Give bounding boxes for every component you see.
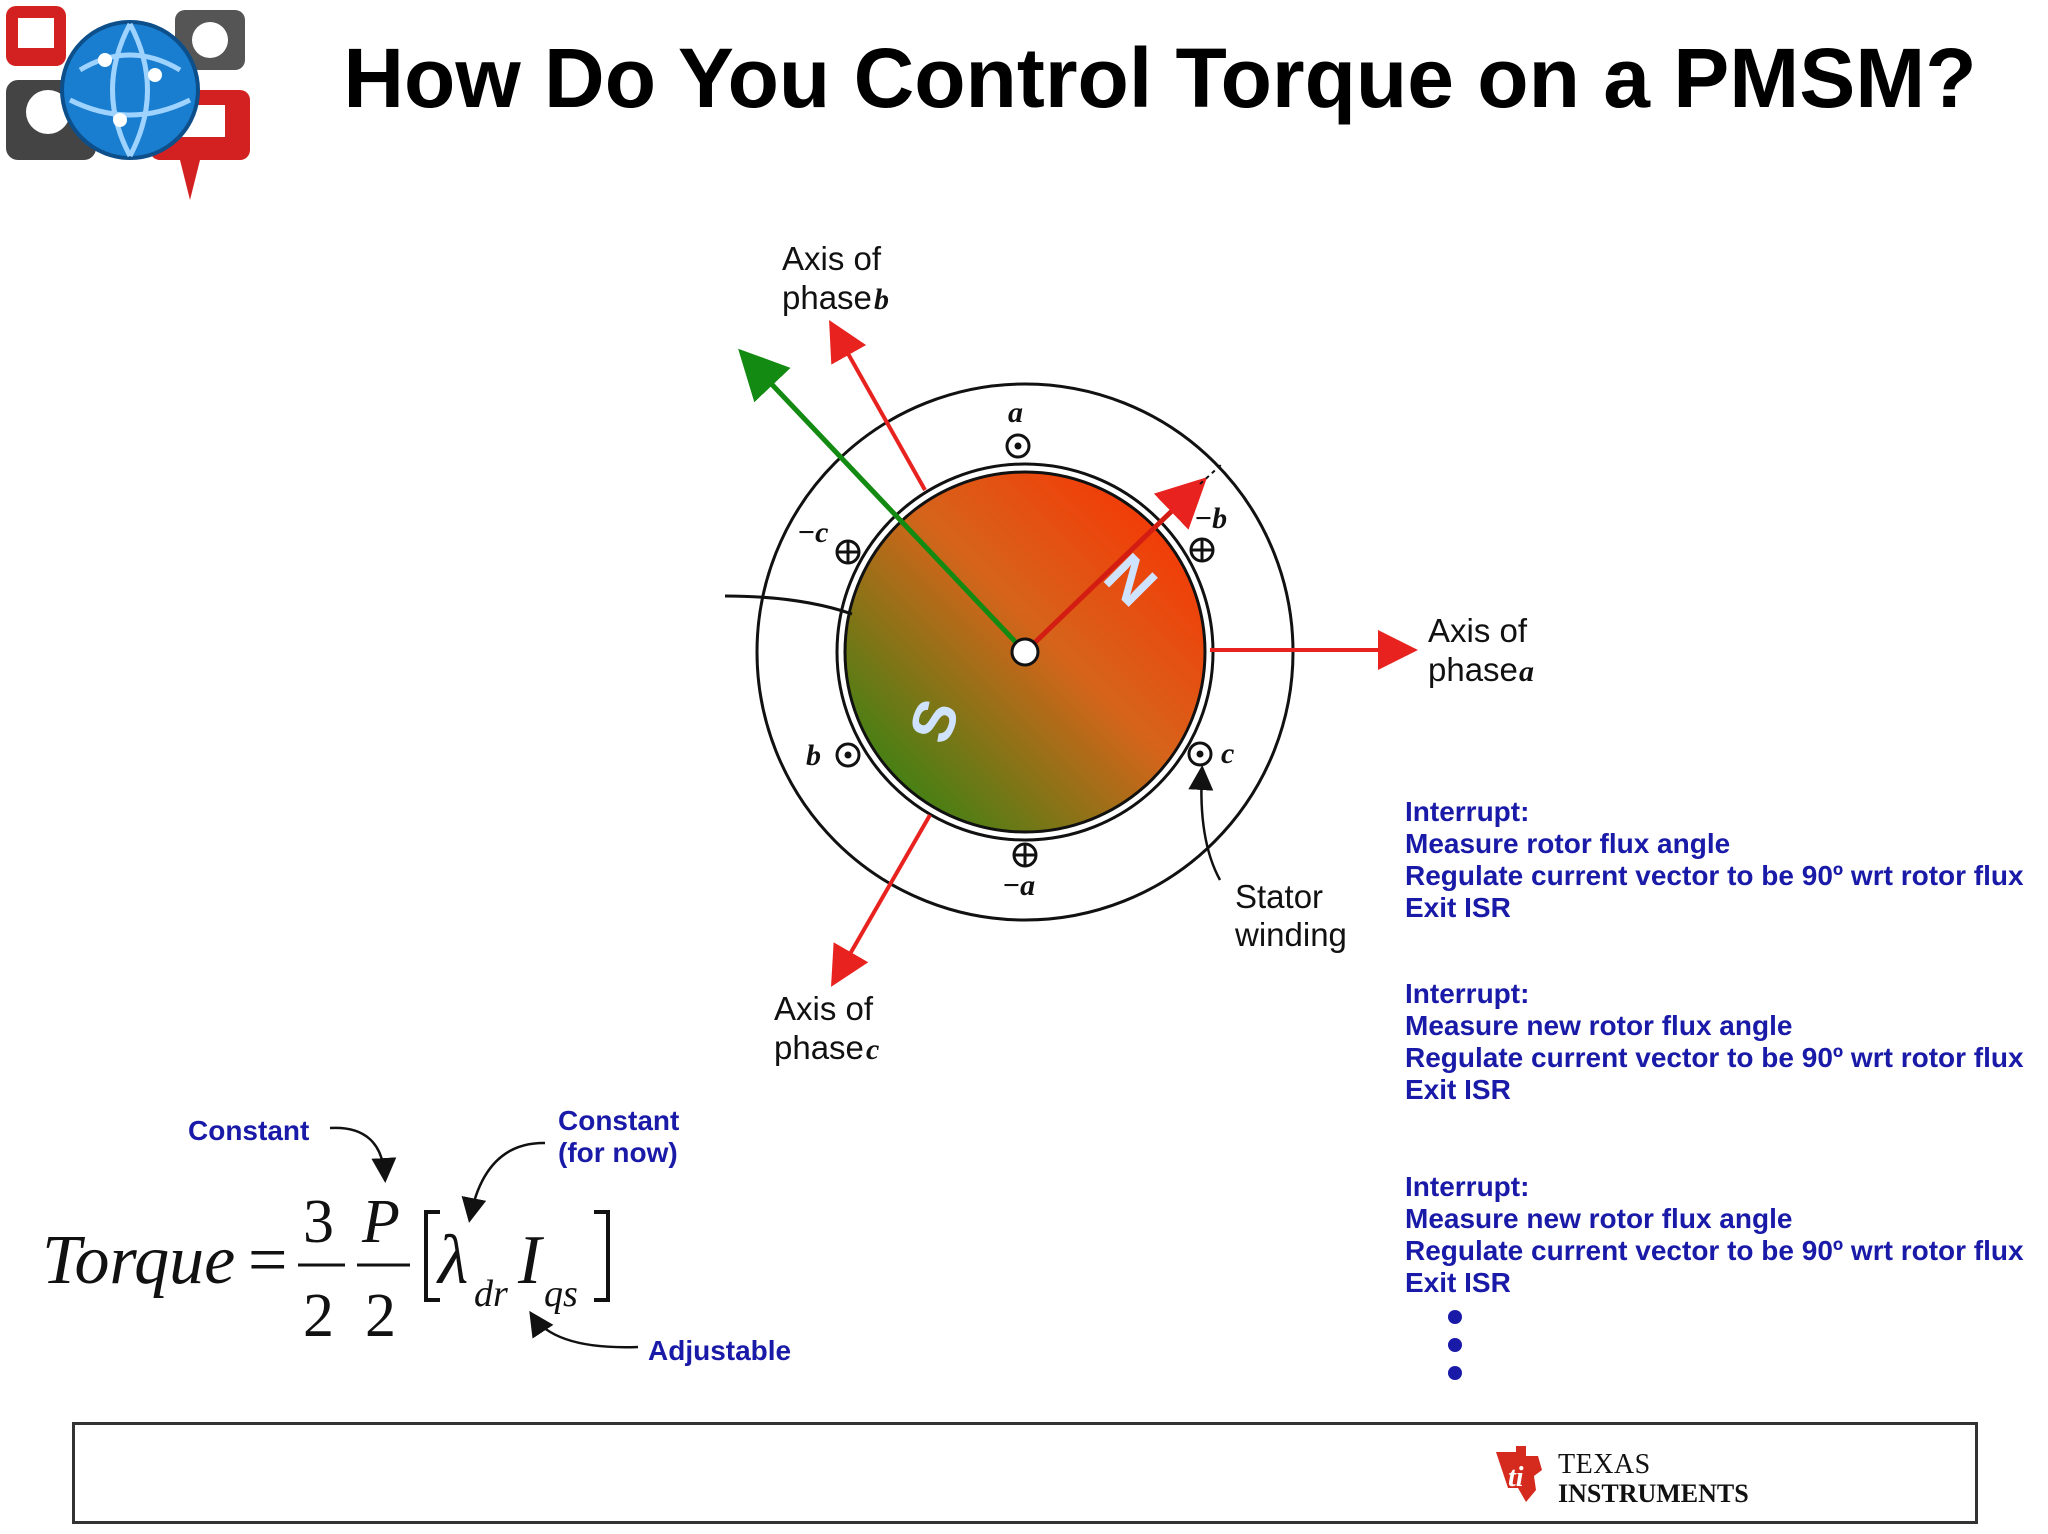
axis-b-label-line2: phase [782,279,872,316]
annotation-constant2-line1: Constant [558,1105,679,1136]
axis-a-label-line2: phase [1428,651,1518,688]
current-vector-arrow [738,348,1027,654]
axis-a-label-line1: Axis of [1428,612,1528,649]
winding-a-label: a [1008,396,1023,429]
eq-num2: P [361,1188,400,1256]
winding-neg-b-plus-icon [1189,537,1215,563]
winding-b-dot-icon [835,742,861,768]
winding-c-dot-icon [1187,741,1213,767]
annotation-constant2-line2: (for now) [558,1137,678,1168]
axis-c-arrow [831,814,932,987]
isr-block-3: Interrupt: Measure new rotor flux angle … [1405,1171,2045,1299]
isr-block-2: Interrupt: Measure new rotor flux angle … [1405,978,2045,1106]
isr-line: Measure rotor flux angle [1405,828,1731,859]
isr-line: Exit ISR [1405,892,1511,923]
axis-b-arrow [829,320,927,491]
winding-b-label: b [806,739,821,772]
ti-brand-line2: INSTRUMENTS [1558,1479,1749,1508]
winding-neg-a-label: −a [1002,869,1035,902]
winding-neg-a-plus-icon [1012,842,1038,868]
eq-equals: = [248,1222,287,1299]
eq-current-sub: qs [544,1273,578,1315]
annotation-constant2-arrow [461,1141,546,1223]
svg-text:ti: ti [1508,1462,1524,1493]
axis-c-label-line1: Axis of [774,990,874,1027]
isr-line: Interrupt: [1405,796,1530,827]
winding-lead [724,594,853,616]
isr-line: Interrupt: [1405,978,1530,1009]
eq-torque: Torque [42,1222,235,1299]
eq-num1: 3 [303,1188,334,1256]
winding-neg-c-label: −c [797,516,829,549]
eq-lambda: λ [436,1222,468,1299]
isr-line: Exit ISR [1405,1267,1511,1298]
winding-a-dot-icon [1005,433,1031,459]
annotation-constant: Constant [188,1115,309,1146]
ti-brand-line1: TEXAS [1558,1449,1651,1480]
axis-c-label-line2: phase [774,1029,864,1066]
page-title: How Do You Control Torque on a PMSM? [343,31,1977,125]
axis-b-var: b [874,283,889,316]
annotation-adjustable: Adjustable [648,1335,791,1366]
isr-line: Measure new rotor flux angle [1405,1010,1793,1041]
eq-lambda-sub: dr [474,1273,508,1315]
winding-neg-b-label: −b [1194,502,1227,535]
eq-den1: 2 [303,1282,334,1350]
stator-label-line1: Stator [1235,878,1323,915]
winding-c-label: c [1221,737,1234,770]
eq-den2: 2 [365,1282,396,1350]
globe-icon [60,20,200,160]
stator-label-line2: winding [1234,916,1347,953]
eq-right-bracket [594,1210,610,1302]
isr-line: Exit ISR [1405,1074,1511,1105]
eq-current: I [517,1222,545,1299]
isr-line: Regulate current vector to be 90º wrt ro… [1405,1042,2024,1073]
isr-block-1: Interrupt: Measure rotor flux angle Regu… [1405,796,2045,924]
footer-bar [72,1422,1978,1524]
rotor-flux-arrow [1023,477,1208,654]
isr-line: Regulate current vector to be 90º wrt ro… [1405,860,2024,891]
isr-line: Interrupt: [1405,1171,1530,1202]
rotor-shaft [1010,637,1040,667]
stator-pointer [1188,765,1222,881]
continuation-dots-icon [1448,1310,1462,1380]
ti-map-icon [1496,1446,1542,1502]
winding-neg-c-plus-icon [835,539,861,565]
axis-c-var: c [866,1033,879,1066]
isr-line: Regulate current vector to be 90º wrt ro… [1405,1235,2024,1266]
ti-logo: ti TEXAS INSTRUMENTS [1496,1446,1749,1508]
axis-b-label-line1: Axis of [782,240,882,277]
axis-a-var: a [1519,655,1534,688]
conference-logo [6,6,250,200]
annotation-adjustable-arrow [529,1310,639,1349]
eq-left-bracket [424,1210,440,1302]
isr-line: Measure new rotor flux angle [1405,1203,1793,1234]
annotation-constant-arrow [329,1126,397,1183]
